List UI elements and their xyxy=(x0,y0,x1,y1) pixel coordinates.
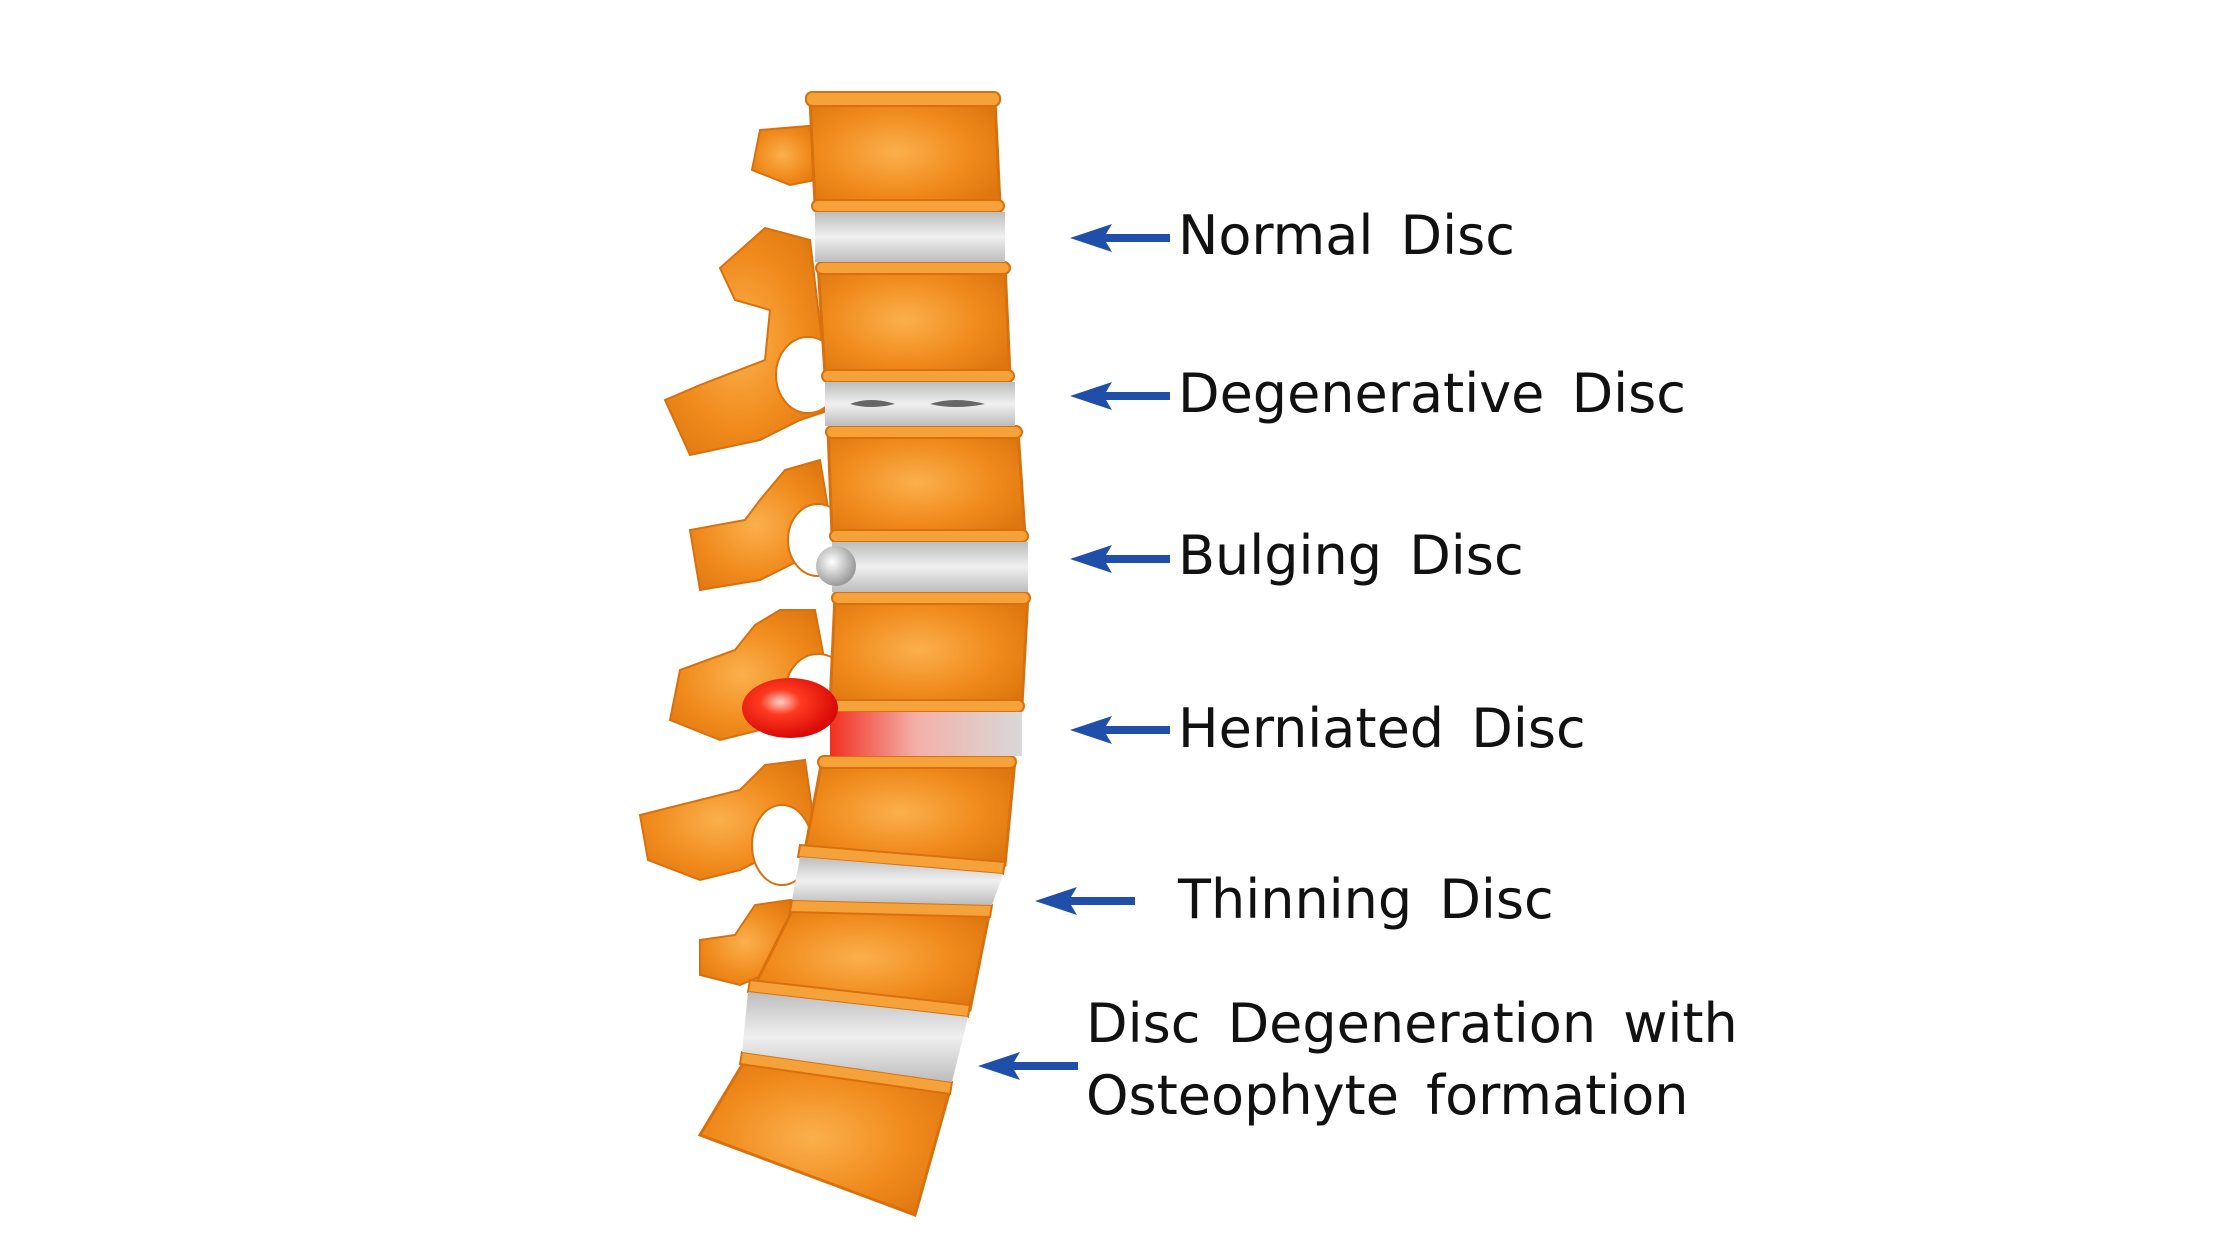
arrow-left-icon xyxy=(978,1052,1078,1080)
disc-bulge xyxy=(816,546,856,586)
herniation-bulge xyxy=(742,678,838,738)
bulging-disc xyxy=(832,542,1028,592)
herniated-disc xyxy=(830,712,1022,756)
arrow-left-icon xyxy=(1070,716,1170,744)
arrow-left-icon xyxy=(1070,382,1170,410)
arrow-left-icon xyxy=(1035,887,1135,915)
label-normal-disc: Normal Disc xyxy=(1178,204,1515,267)
label-osteophyte-line1: Disc Degeneration with xyxy=(1086,992,1738,1055)
normal-disc xyxy=(815,212,1005,262)
thinning-disc xyxy=(792,857,1003,905)
arrow-left-icon xyxy=(1070,545,1170,573)
arrow-left-icon xyxy=(1070,224,1170,252)
endplates xyxy=(738,91,1031,1096)
osteophyte-disc xyxy=(742,992,968,1082)
label-bulging-disc: Bulging Disc xyxy=(1178,524,1524,587)
discs xyxy=(742,212,1028,1082)
label-osteophyte-line2: Osteophyte formation xyxy=(1086,1064,1689,1127)
label-degenerative-disc: Degenerative Disc xyxy=(1178,362,1686,425)
label-herniated-disc: Herniated Disc xyxy=(1178,697,1586,760)
label-thinning-disc: Thinning Disc xyxy=(1178,868,1554,931)
